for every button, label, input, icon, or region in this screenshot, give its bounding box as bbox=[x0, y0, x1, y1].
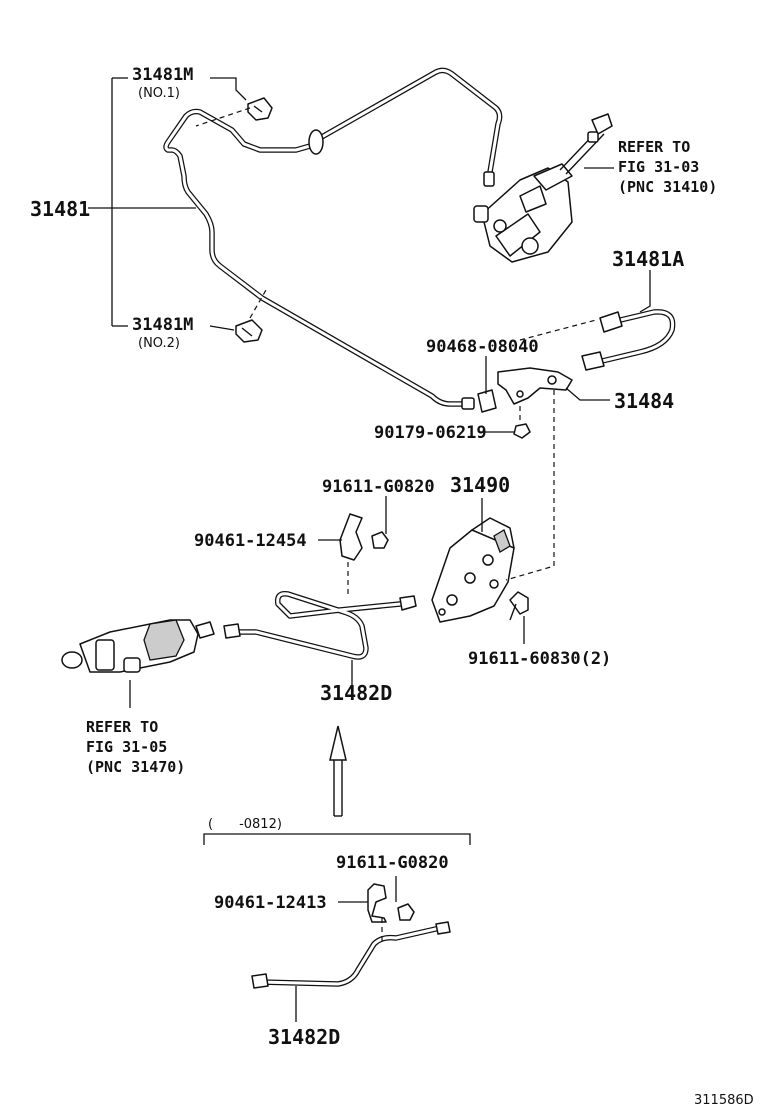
nut-90179-06219[interactable] bbox=[513, 423, 531, 439]
label-31490[interactable]: 31490 bbox=[450, 473, 510, 497]
release-bracket-31490[interactable] bbox=[431, 517, 515, 623]
figure-id: 311586D bbox=[694, 1093, 754, 1108]
label-31484[interactable]: 31484 bbox=[614, 389, 674, 413]
arrow-up-icon bbox=[329, 725, 347, 817]
clutch-line-31482D-lower[interactable] bbox=[251, 921, 451, 989]
bolt-91611-60830[interactable] bbox=[509, 591, 529, 621]
label-90468-08040[interactable]: 90468-08040 bbox=[426, 337, 539, 357]
variant-bracket-line bbox=[203, 833, 471, 845]
ref-top-line1: REFER TO bbox=[618, 138, 690, 156]
clamp-90461-12413[interactable] bbox=[367, 883, 387, 923]
ref-left-line3: (PNC 31470) bbox=[86, 758, 185, 776]
assembly-dash-lines bbox=[195, 107, 597, 944]
label-31481M-no1-note: (NO.1) bbox=[138, 86, 180, 101]
leader-lines bbox=[88, 77, 651, 1022]
label-31481M-no2[interactable]: 31481M bbox=[132, 315, 193, 335]
part-labels: 31481M (NO.1) 31481 31481M (NO.2) REFER … bbox=[30, 65, 754, 1108]
ref-top-line3: (PNC 31410) bbox=[618, 178, 717, 196]
clutch-flexible-hose-31481A[interactable] bbox=[581, 309, 676, 371]
clamp-90461-12454[interactable] bbox=[339, 513, 363, 561]
label-31481A[interactable]: 31481A bbox=[612, 247, 684, 271]
clutch-release-cylinder[interactable] bbox=[61, 619, 215, 673]
clutch-line-31482D-upper[interactable] bbox=[223, 590, 417, 660]
bolt-91611-G0820-lower[interactable] bbox=[397, 903, 415, 921]
ref-top-line2[interactable]: FIG 31-03 bbox=[618, 158, 699, 176]
label-90461-12413[interactable]: 90461-12413 bbox=[214, 893, 327, 913]
ref-left-line2[interactable]: FIG 31-05 bbox=[86, 738, 167, 756]
label-91611-G0820-lower[interactable]: 91611-G0820 bbox=[336, 853, 449, 873]
clutch-line-tube-31481[interactable] bbox=[163, 67, 503, 410]
label-91611-G0820-upper[interactable]: 91611-G0820 bbox=[322, 477, 435, 497]
label-31481[interactable]: 31481 bbox=[30, 197, 90, 221]
clip-90468-08040[interactable] bbox=[477, 389, 497, 413]
bolt-91611-G0820-upper[interactable] bbox=[371, 531, 389, 549]
label-31481M-no1[interactable]: 31481M bbox=[132, 65, 193, 85]
label-90179-06219[interactable]: 90179-06219 bbox=[374, 423, 487, 443]
ref-left-line1: REFER TO bbox=[86, 718, 158, 736]
label-90461-12454[interactable]: 90461-12454 bbox=[194, 531, 307, 551]
clutch-master-cylinder[interactable] bbox=[473, 113, 613, 263]
label-31482D-lower[interactable]: 31482D bbox=[268, 1025, 340, 1049]
label-31481M-no2-note: (NO.2) bbox=[138, 336, 180, 351]
clamp-31481M-no1[interactable] bbox=[247, 97, 273, 121]
label-date-range: ( -0812) bbox=[208, 817, 282, 832]
label-31482D-upper[interactable]: 31482D bbox=[320, 681, 392, 705]
label-91611-60830[interactable]: 91611-60830(2) bbox=[468, 649, 611, 669]
clamp-31481M-no2[interactable] bbox=[235, 319, 263, 343]
bracket-31484[interactable] bbox=[497, 367, 573, 405]
